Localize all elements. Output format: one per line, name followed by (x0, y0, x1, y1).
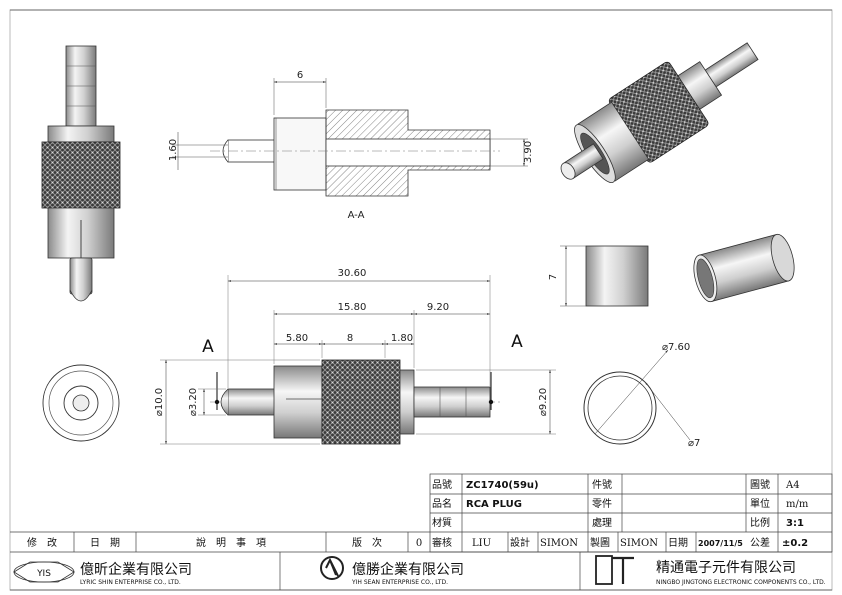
plug-isometric-view (560, 42, 759, 184)
label-review: 審核 (432, 536, 452, 549)
value-unit: m/m (786, 499, 809, 510)
company-3-name: 精通電子元件有限公司 (656, 560, 796, 576)
dim-580: 5.80 (286, 333, 308, 344)
dim-ring-outer: ⌀7.60 (662, 342, 690, 353)
ring-view: ⌀7.60 ⌀7 (583, 342, 700, 449)
plug-side-view: A A 30.60 15.80 9.20 5.80 8 1.80 ⌀10.0 (154, 268, 556, 445)
dim-span-15: 15.80 (338, 302, 367, 313)
label-component: 零件 (592, 498, 612, 510)
dim-tail-dia: 3.90 (523, 141, 534, 163)
label-unit: 單位 (750, 497, 770, 510)
sleeve-side-view: 7 (548, 245, 649, 307)
label-drawing-no: 圖號 (750, 478, 770, 491)
value-part-no: ZC1740(59u) (466, 480, 539, 491)
dim-tail-dia-side: ⌀9.20 (538, 388, 549, 416)
label-drafting: 製圖 (590, 536, 610, 549)
title-block (10, 473, 833, 591)
company-2-sub: YIH SEAN ENTERPRISE CO., LTD. (351, 579, 448, 586)
label-scale: 比例 (750, 516, 770, 529)
plug-vertical-view (41, 45, 121, 302)
label-material: 材質 (432, 516, 452, 529)
value-drafting: SIMON (620, 538, 658, 549)
company-2: 億勝企業有限公司 YIH SEAN ENTERPRISE CO., LTD. (320, 556, 464, 586)
dim-body-dia: ⌀10.0 (154, 388, 165, 416)
cut-marker-right: A (511, 332, 523, 352)
label-date: 日期 (668, 537, 688, 549)
rev-version-value: 0 (416, 538, 422, 549)
value-design: SIMON (540, 538, 578, 549)
dim-8: 8 (347, 333, 353, 344)
dim-pin-dia: 1.60 (168, 139, 179, 161)
section-view-a-a: 6 1.60 3.90 A-A (168, 70, 534, 221)
value-review: LIU (472, 538, 491, 549)
section-label: A-A (348, 210, 365, 221)
rev-date: 日 期 (90, 537, 120, 549)
value-part-name: RCA PLUG (466, 499, 522, 510)
company-1-name: 億昕企業有限公司 (80, 561, 192, 578)
company-1-sub: LYRIC SHIN ENTERPRISE CO., LTD. (80, 579, 181, 586)
value-drawing-no: A4 (785, 480, 800, 491)
company-2-name: 億勝企業有限公司 (352, 561, 464, 578)
dim-180: 1.80 (391, 333, 413, 344)
dim-top-width: 6 (297, 70, 303, 81)
rev-desc: 說 明 事 項 (196, 536, 266, 549)
label-design: 設計 (510, 536, 530, 549)
dim-pin-dia-side: ⌀3.20 (188, 388, 199, 416)
label-part-no: 品號 (432, 478, 452, 491)
cut-marker-left: A (202, 337, 214, 357)
label-process: 處理 (592, 516, 612, 529)
dim-overall: 30.60 (338, 268, 367, 279)
company-1-logo: YIS (36, 569, 51, 579)
rev-modify: 修 改 (27, 536, 57, 549)
company-3-sub: NINGBO JINGTONG ELECTRONIC COMPONENTS CO… (656, 579, 826, 586)
value-scale: 3:1 (786, 518, 804, 529)
rev-version: 版 次 (352, 536, 382, 549)
plug-front-face-view (42, 364, 120, 442)
company-3: 精通電子元件有限公司 NINGBO JINGTONG ELECTRONIC CO… (595, 555, 826, 586)
dim-span-9: 9.20 (427, 302, 449, 313)
value-tolerance: ±0.2 (782, 538, 808, 549)
company-1: YIS 億昕企業有限公司 LYRIC SHIN ENTERPRISE CO., … (13, 561, 192, 586)
label-part-name: 品名 (432, 497, 452, 510)
value-date: 2007/11/5 (698, 539, 743, 548)
label-item-no: 件號 (592, 478, 612, 491)
sleeve-isometric-view (693, 233, 795, 303)
label-tolerance: 公差 (750, 536, 770, 549)
dim-ring-inner: ⌀7 (688, 438, 700, 449)
dim-sleeve-length: 7 (548, 274, 559, 280)
